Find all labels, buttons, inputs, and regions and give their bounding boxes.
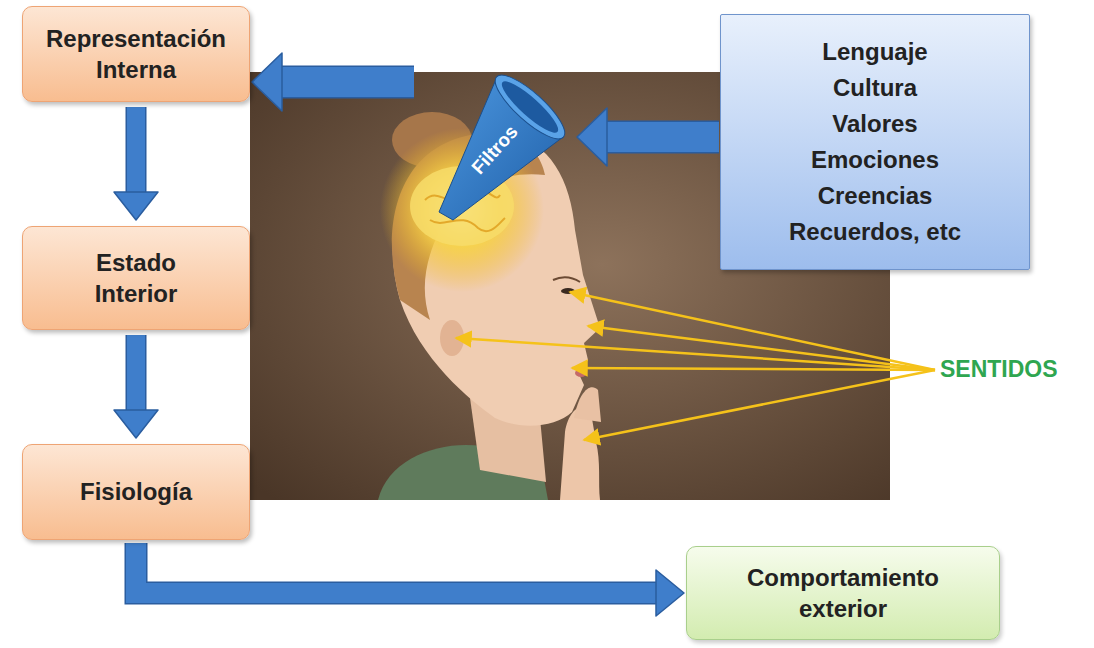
arrow-shaft — [127, 335, 145, 411]
box-text: Representación Interna — [46, 23, 226, 85]
flow-arrow — [577, 108, 719, 166]
arrow-shaft — [281, 67, 414, 97]
arrow-shaft-outline — [281, 66, 414, 99]
process-box: Representación Interna — [22, 6, 250, 102]
arrow-head — [656, 570, 684, 616]
flow-arrow — [114, 335, 158, 438]
sense-leader-lines-part — [588, 326, 935, 370]
arrow-head — [114, 192, 158, 220]
box-text: Cultura — [833, 70, 917, 106]
arrow-shaft — [136, 543, 657, 593]
arrow-shaft — [606, 122, 719, 152]
arrow-shaft-outline — [126, 335, 147, 411]
arrow-shaft-outline — [606, 121, 719, 154]
process-box: Estado Interior — [22, 226, 250, 330]
box-text: Fisiología — [80, 476, 192, 507]
box-text: Recuerdos, etc — [789, 214, 961, 250]
arrow-head — [577, 108, 607, 166]
sense-leader-lines-part — [572, 368, 935, 370]
flow-arrow — [252, 53, 414, 111]
filter-funnel: Filtros — [415, 62, 575, 222]
arrow-shaft-outline — [136, 543, 657, 593]
arrow-shaft — [127, 107, 145, 193]
photo-part — [575, 369, 587, 377]
sense-leader-lines — [456, 292, 935, 440]
box-text: Estado Interior — [95, 247, 178, 309]
box-text: Lenguaje — [822, 34, 927, 70]
sense-leader-lines-part — [456, 338, 935, 370]
sense-leader-lines-part — [584, 370, 935, 440]
senses-label: SENTIDOS — [940, 356, 1058, 383]
arrow-shaft-outline — [126, 107, 147, 193]
box-text: Comportamiento exterior — [747, 562, 939, 624]
flow-arrow — [136, 543, 684, 616]
arrow-head — [114, 410, 158, 438]
filter-list-box: LenguajeCulturaValoresEmocionesCreencias… — [720, 14, 1030, 270]
funnel-body — [439, 77, 563, 220]
output-box: Comportamiento exterior — [686, 546, 1000, 640]
photo-part — [574, 387, 601, 422]
box-text: Valores — [832, 106, 917, 142]
box-text: Emociones — [811, 142, 939, 178]
flow-arrow — [114, 107, 158, 220]
photo-part — [553, 278, 580, 282]
process-box: Fisiología — [22, 444, 250, 540]
box-text: Creencias — [818, 178, 933, 214]
arrow-head — [252, 53, 282, 111]
